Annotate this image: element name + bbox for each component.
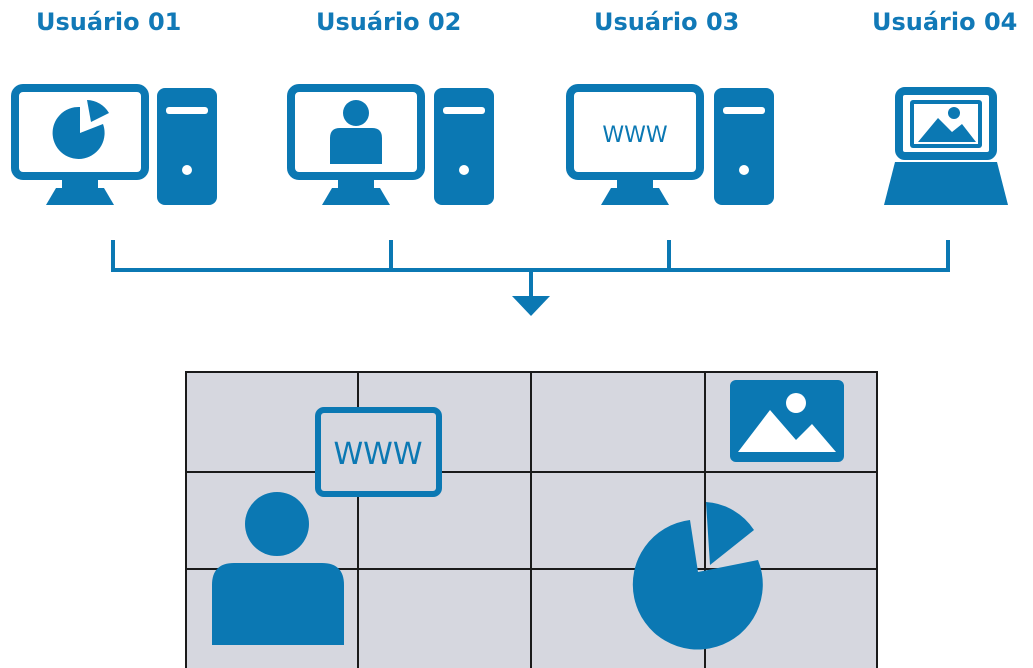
user-label-04: Usuário 04	[872, 8, 1018, 36]
arrow-down-icon	[512, 296, 550, 316]
www-icon: WWW	[315, 407, 442, 497]
monitor-icon	[287, 84, 425, 205]
computer-tower-icon	[434, 88, 494, 205]
computer-tower-icon	[157, 88, 217, 205]
www-icon: WWW	[602, 123, 668, 148]
user-02-workstation	[287, 84, 494, 205]
user-04-workstation	[884, 87, 1008, 205]
person-icon	[330, 100, 382, 164]
pie-chart-icon	[52, 100, 109, 159]
user-label-01: Usuário 01	[36, 8, 182, 36]
user-label-02: Usuário 02	[316, 8, 462, 36]
computer-tower-icon	[714, 88, 774, 205]
monitor-icon	[566, 84, 704, 205]
user-03-workstation: WWW	[566, 84, 774, 205]
shared-display-wall: WWW	[185, 371, 878, 668]
monitor-icon	[11, 84, 149, 205]
image-icon	[910, 100, 982, 148]
image-icon	[730, 380, 844, 462]
person-icon	[212, 492, 344, 645]
www-text: WWW	[602, 123, 668, 148]
connector-bracket	[111, 240, 950, 302]
user-label-03: Usuário 03	[594, 8, 740, 36]
user-01-workstation	[11, 84, 217, 205]
www-text: WWW	[334, 437, 423, 472]
pie-chart-icon	[632, 502, 763, 650]
laptop-icon	[884, 87, 1008, 205]
